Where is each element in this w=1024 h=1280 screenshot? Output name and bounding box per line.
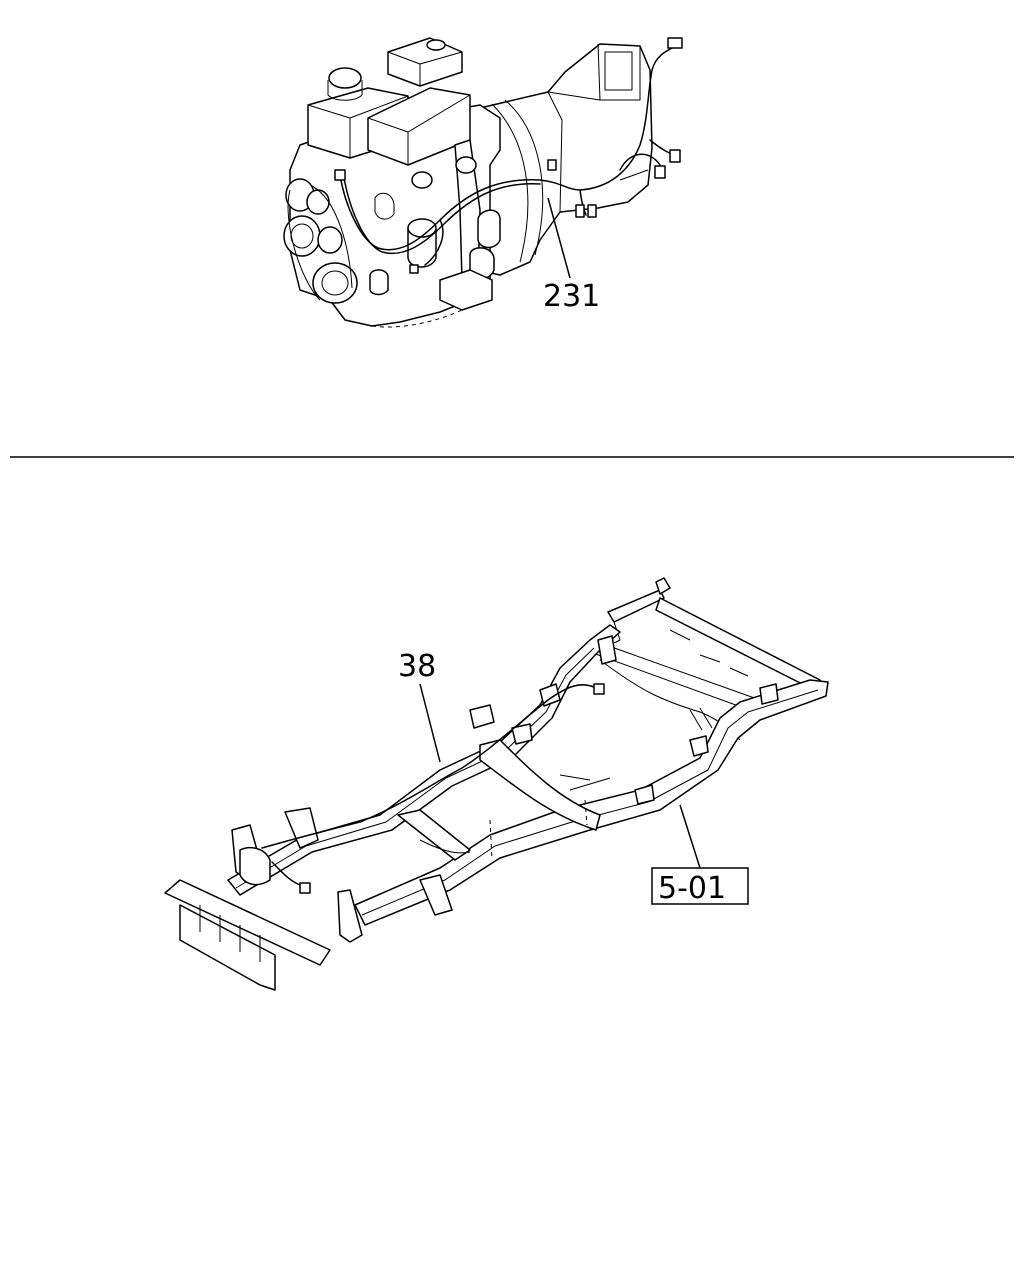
engine-block	[283, 37, 501, 328]
leader-line-231	[547, 197, 571, 279]
leader-line-38	[419, 683, 441, 763]
callout-label-38: 38	[398, 649, 436, 684]
callout-label-5-01: 5-01	[658, 871, 726, 906]
callout-5-01: 5-01	[651, 804, 749, 906]
reference-box-5-01	[651, 867, 749, 905]
transmission-housing	[477, 43, 653, 276]
callout-38: 38	[398, 649, 441, 763]
chassis-frame-illustration	[164, 577, 829, 991]
engine-transmission-illustration	[283, 37, 683, 328]
callout-231: 231	[543, 197, 600, 314]
frame-wire-harness	[261, 683, 605, 894]
engine-wire-harness	[334, 37, 683, 274]
callout-label-231: 231	[543, 279, 600, 314]
pulley-set	[283, 178, 358, 304]
leader-line-5-01	[679, 804, 701, 869]
